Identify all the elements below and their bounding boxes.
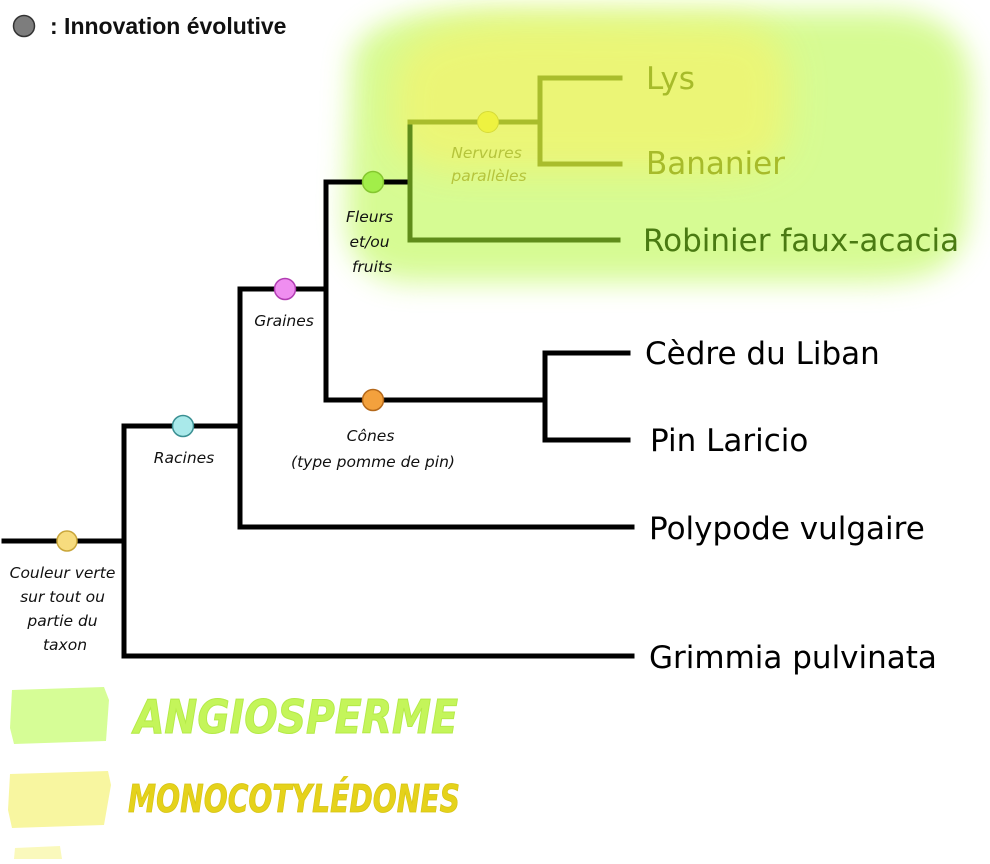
taxon-cedre: Cèdre du Liban (645, 336, 880, 372)
taxon-polypode: Polypode vulgaire (649, 511, 925, 547)
nervures-node-marker (477, 111, 499, 133)
racines-node-marker (171, 414, 195, 438)
fleurs-node-marker (361, 170, 385, 194)
monocot-branches (407, 75, 623, 167)
angiosperm-branches (407, 119, 621, 243)
cones-node-marker (361, 388, 385, 412)
taxon-bananier: Bananier (646, 146, 785, 182)
innovation-label-cones: Cônes (type pomme de pin) (291, 427, 455, 471)
innovation-label-fleurs: Fleurs et/ou fruits (346, 208, 398, 276)
legend-text: : Innovation évolutive (50, 13, 286, 39)
taxon-pin: Pin Laricio (650, 423, 808, 459)
taxon-robinier: Robinier faux-acacia (643, 223, 959, 259)
graines-node-marker (273, 277, 297, 301)
angiosperme-swatch (10, 687, 109, 744)
monocotyledones-swatch (8, 771, 111, 828)
innovation-label-graines: Graines (254, 312, 314, 330)
phylogenetic-tree (1, 179, 635, 659)
angiosperme-label: ANGIOSPERME (131, 690, 458, 744)
innovation-label-couleur: Couleur verte sur tout ou partie du taxo… (10, 564, 121, 654)
innovation-label-nervures: Nervures parallèles (450, 144, 526, 185)
swatch-smudge (14, 846, 62, 859)
couleur-node-marker (56, 530, 78, 552)
taxon-lys: Lys (646, 61, 695, 97)
monocot-highlight (392, 19, 789, 173)
innovation-label-racines: Racines (154, 449, 215, 467)
monocotyledones-label: MONOCOTYLÉDONES (128, 777, 460, 821)
legend-marker-icon (12, 14, 36, 38)
taxon-grimmia: Grimmia pulvinata (649, 640, 937, 676)
